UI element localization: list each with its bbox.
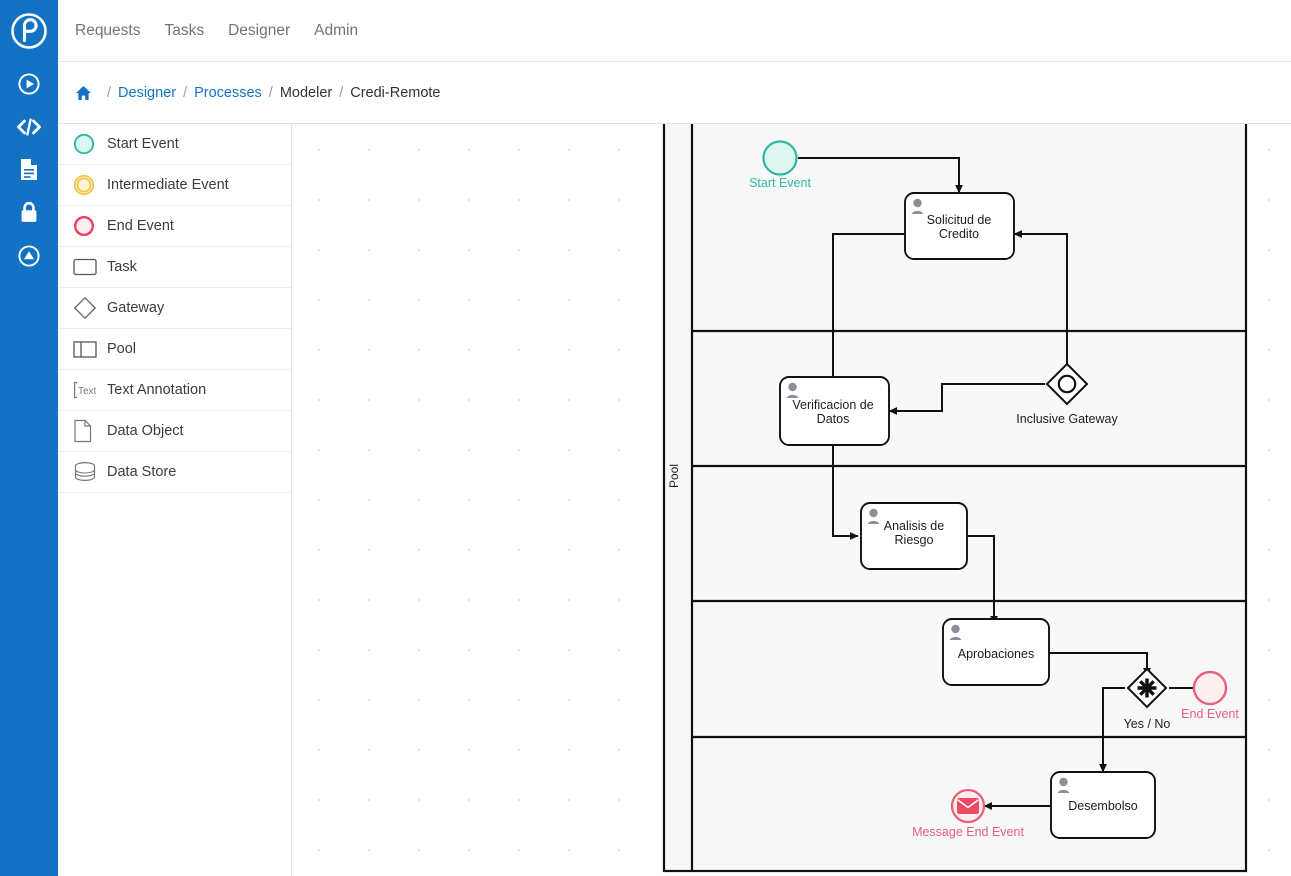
document-icon <box>19 158 39 181</box>
inclusive-gateway-label: Inclusive Gateway <box>1016 412 1118 426</box>
start-event-label: Start Event <box>749 176 811 190</box>
flow-verificacion-to-analisis <box>832 445 859 540</box>
flow-gateway-to-verificacion <box>888 383 1045 415</box>
palette-label-end-event: End Event <box>107 218 174 234</box>
breadcrumb-item-processes[interactable]: Processes <box>194 84 262 101</box>
top-navigation: Requests Tasks Designer Admin <box>58 0 1291 62</box>
user-task-icon <box>949 624 962 640</box>
task-solicitud-de-credito[interactable]: Solicitud de Credito <box>904 192 1015 260</box>
palette-label-start-event: Start Event <box>107 136 179 152</box>
flow-analisis-to-aprobaciones <box>967 535 998 625</box>
nav-item-designer[interactable]: Designer <box>228 21 291 39</box>
sequence-flows <box>798 157 1203 810</box>
rail-item-screens[interactable] <box>0 148 58 191</box>
user-task-icon <box>786 382 799 398</box>
end-event-node[interactable]: End Event <box>1181 670 1239 721</box>
inclusive-gateway-node[interactable]: Inclusive Gateway <box>1016 362 1118 426</box>
breadcrumb-item-designer[interactable]: Designer <box>118 84 177 101</box>
palette-item-end-event[interactable]: End Event <box>58 206 291 247</box>
play-circle-icon <box>18 72 40 95</box>
start-event-node[interactable]: Start Event <box>749 140 811 191</box>
breadcrumb-separator-2: / <box>268 84 273 101</box>
nav-item-tasks[interactable]: Tasks <box>164 21 205 39</box>
breadcrumb-separator-3: / <box>339 84 344 101</box>
palette-item-task[interactable]: Task <box>58 247 291 288</box>
palette-item-pool[interactable]: Pool <box>58 329 291 370</box>
task-label-line2: Datos <box>817 412 850 426</box>
pool-icon <box>73 340 107 359</box>
palette-item-intermediate-event[interactable]: Intermediate Event <box>58 165 291 206</box>
task-label-aprobaciones: Aprobaciones <box>958 647 1034 661</box>
palette-item-text-annotation[interactable]: Text Text Annotation <box>58 370 291 411</box>
palette-label-task: Task <box>107 259 137 275</box>
bpmn-canvas[interactable]: Pool <box>292 124 1291 876</box>
nav-item-admin[interactable]: Admin <box>314 21 359 39</box>
lock-icon <box>19 201 39 224</box>
task-aprobaciones[interactable]: Aprobaciones <box>942 618 1050 686</box>
breadcrumb: / Designer / Processes / Modeler / Credi… <box>58 62 1291 124</box>
palette-item-data-store[interactable]: Data Store <box>58 452 291 493</box>
task-label-line1: Verificacion de <box>792 398 873 412</box>
data-object-icon <box>73 419 107 443</box>
task-analisis-de-riesgo[interactable]: Analisis de Riesgo <box>860 502 968 570</box>
palette-label-data-store: Data Store <box>107 464 177 480</box>
message-end-event-node[interactable]: Message End Event <box>912 788 1024 839</box>
palette-item-data-object[interactable]: Data Object <box>58 411 291 452</box>
complex-gateway-label: Yes / No <box>1124 717 1171 731</box>
flow-gateway-to-desembolso <box>1099 687 1125 773</box>
task-verificacion-de-datos[interactable]: Verificacion de Datos <box>779 376 890 446</box>
text-annotation-icon: Text <box>73 381 107 399</box>
data-store-icon <box>73 461 107 483</box>
up-arrow-circle-icon <box>18 244 40 267</box>
pool-label: Pool <box>667 464 681 488</box>
task-label-desembolso: Desembolso <box>1068 799 1138 813</box>
task-desembolso[interactable]: Desembolso <box>1050 771 1156 839</box>
breadcrumb-separator-1: / <box>183 84 188 101</box>
flow-solicitud-to-verificacion <box>829 233 905 387</box>
palette-item-start-event[interactable]: Start Event <box>58 124 291 165</box>
task-icon <box>73 258 107 277</box>
end-event-icon <box>73 215 107 237</box>
complex-gateway-node[interactable]: Yes / No <box>1124 667 1171 731</box>
rail-item-deploy[interactable] <box>0 234 58 277</box>
bpmn-diagram[interactable]: Pool <box>292 124 1291 876</box>
rail-item-scripts[interactable] <box>0 105 58 148</box>
nav-item-requests[interactable]: Requests <box>75 21 141 39</box>
task-label-line1: Solicitud de <box>927 213 992 227</box>
message-end-event-label: Message End Event <box>912 825 1024 839</box>
palette-label-data-object: Data Object <box>107 423 184 439</box>
intermediate-event-icon <box>73 174 107 196</box>
breadcrumb-item-modeler: Modeler <box>279 84 333 101</box>
flow-gateway-to-solicitud <box>1013 230 1068 384</box>
flow-start-to-solicitud <box>798 157 963 194</box>
end-event-label: End Event <box>1181 707 1239 721</box>
palette-label-pool: Pool <box>107 341 137 357</box>
breadcrumb-separator-0: / <box>107 84 112 101</box>
palette-label-text-annotation: Text Annotation <box>107 382 207 398</box>
palette-item-gateway[interactable]: Gateway <box>58 288 291 329</box>
envelope-icon <box>957 798 979 814</box>
processmaker-logo-icon[interactable] <box>0 0 58 62</box>
home-icon[interactable] <box>75 85 92 101</box>
task-label-line1: Analisis de <box>884 519 944 533</box>
task-label-line2: Riesgo <box>895 533 934 547</box>
bpmn-palette: Start Event Intermediate Event End Event… <box>58 124 292 876</box>
palette-label-gateway: Gateway <box>107 300 165 316</box>
user-task-icon <box>911 198 924 214</box>
breadcrumb-item-credi-remote: Credi-Remote <box>350 84 441 101</box>
svg-text:Text: Text <box>78 386 97 397</box>
user-task-icon <box>1057 777 1070 793</box>
gateway-icon <box>73 296 107 320</box>
complex-gateway-marker <box>1137 678 1157 698</box>
task-label-line2: Credito <box>939 227 979 241</box>
palette-label-intermediate-event: Intermediate Event <box>107 177 229 193</box>
user-task-icon <box>867 508 880 524</box>
start-event-icon <box>73 133 107 155</box>
app-rail <box>0 0 58 876</box>
rail-item-permissions[interactable] <box>0 191 58 234</box>
rail-item-requests[interactable] <box>0 62 58 105</box>
code-brackets-icon <box>16 116 42 138</box>
